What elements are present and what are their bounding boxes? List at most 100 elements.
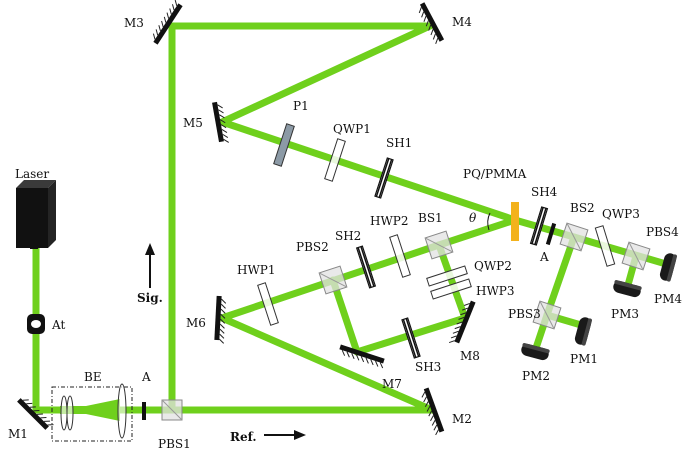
label-qwp1: QWP1 — [333, 122, 371, 136]
plate-sh1 — [374, 157, 394, 199]
label-pbs2: PBS2 — [296, 240, 329, 254]
plate-p1 — [273, 123, 295, 167]
label-m7: M7 — [382, 377, 402, 391]
optical-plates — [257, 123, 616, 359]
plate-hwp3 — [430, 278, 472, 300]
label-qwp3: QWP3 — [602, 207, 640, 221]
label-bs1: BS1 — [418, 211, 443, 225]
cube-pbs1 — [161, 399, 183, 421]
label-sh3: SH3 — [415, 360, 441, 374]
power-meters — [521, 253, 677, 361]
mirror-m7 — [339, 344, 385, 369]
cube-pbs3 — [532, 300, 562, 330]
reference-arrow — [264, 430, 306, 440]
beam-expander-cone — [60, 399, 120, 421]
label-hwp3: HWP3 — [476, 284, 515, 298]
beam-splitter-cubes — [161, 222, 651, 421]
label-m6: M6 — [186, 316, 206, 330]
label-pm4: PM4 — [654, 292, 682, 306]
be-lens-3 — [117, 383, 127, 439]
beam-m5-to-sample — [218, 118, 519, 224]
label-pm3: PM3 — [611, 307, 639, 321]
mirror-m3 — [152, 0, 183, 45]
label-ref: Ref. — [230, 430, 257, 444]
plate-qwp1 — [324, 138, 346, 182]
power-meter-pm3 — [613, 280, 642, 298]
component-labels: Laser At M1 BE A PBS1 Ref. Sig. M2 M3 M4… — [8, 15, 682, 451]
label-p1: P1 — [293, 99, 309, 113]
label-sh4: SH4 — [531, 185, 558, 199]
label-at: At — [51, 318, 65, 332]
mirror-m4 — [418, 2, 445, 45]
laser-source — [16, 180, 56, 249]
power-meter-pm2 — [521, 343, 550, 361]
cube-bs2 — [559, 222, 589, 252]
label-m4: M4 — [452, 15, 472, 29]
beam-m2-to-m6 — [218, 314, 436, 414]
label-theta: θ — [469, 211, 477, 225]
power-meter-pm4 — [659, 253, 677, 282]
plate-hwp1 — [257, 282, 279, 326]
mirror-m2 — [421, 387, 445, 436]
label-laser: Laser — [15, 167, 49, 181]
label-pm2: PM2 — [522, 369, 550, 383]
label-sh2: SH2 — [335, 229, 361, 243]
mirror-m6 — [214, 295, 227, 344]
cube-bs1 — [424, 230, 454, 260]
label-qwp2: QWP2 — [474, 259, 512, 273]
angle-arc — [487, 212, 491, 231]
beam-bs1-to-sample — [435, 216, 519, 249]
label-m3: M3 — [124, 16, 144, 30]
label-sh1: SH1 — [386, 136, 412, 150]
plate-sh3 — [401, 317, 421, 359]
mirrors — [17, 0, 476, 436]
attenuator — [27, 314, 45, 334]
sample-pq-pmma — [511, 202, 519, 241]
plate-sh2 — [355, 245, 377, 289]
cube-pbs4 — [621, 241, 651, 271]
mirror-m8 — [448, 300, 476, 344]
plate-qwp2 — [426, 265, 468, 287]
label-m5: M5 — [183, 116, 203, 130]
be-lens-1 — [60, 395, 68, 431]
plate-qwp3 — [594, 225, 616, 267]
label-sig: Sig. — [137, 291, 163, 305]
beam-expander-lenses — [60, 383, 127, 439]
aperture-sample — [545, 222, 557, 246]
label-m8: M8 — [460, 349, 480, 363]
label-pbs1: PBS1 — [158, 437, 191, 451]
be-lens-2 — [66, 395, 74, 431]
beam-bs2-to-pbs3 — [543, 233, 578, 319]
mirror-m5 — [212, 101, 229, 143]
laser-top-face — [16, 180, 56, 188]
laser-side-face — [48, 180, 56, 248]
label-pm1: PM1 — [570, 352, 598, 366]
attenuator-window — [31, 320, 41, 328]
signal-arrow — [145, 243, 155, 288]
beam-m7-to-pbs2 — [329, 276, 361, 356]
beam-expander-box — [51, 386, 133, 442]
label-pbs3: PBS3 — [508, 307, 541, 321]
plate-hwp2 — [389, 234, 411, 278]
label-m1: M1 — [8, 427, 28, 441]
label-be: BE — [84, 370, 102, 384]
label-hwp2: HWP2 — [370, 214, 409, 228]
laser-aperture — [30, 244, 38, 249]
label-pbs4: PBS4 — [646, 225, 679, 239]
label-pq-pmma: PQ/PMMA — [463, 167, 527, 181]
label-a-sample: A — [539, 250, 549, 264]
plate-sh4 — [529, 206, 549, 246]
power-meter-pm1 — [574, 317, 592, 346]
mirror-m1 — [17, 398, 54, 430]
laser-beams — [32, 22, 670, 421]
label-m2: M2 — [452, 412, 472, 426]
cube-pbs2 — [318, 265, 348, 295]
beam-bs1-to-m8 — [435, 241, 469, 322]
label-bs2: BS2 — [570, 201, 595, 215]
label-hwp1: HWP1 — [237, 263, 276, 277]
label-a-main: A — [141, 370, 151, 384]
beam-m4-to-m5 — [218, 22, 434, 126]
aperture-main — [142, 402, 146, 420]
